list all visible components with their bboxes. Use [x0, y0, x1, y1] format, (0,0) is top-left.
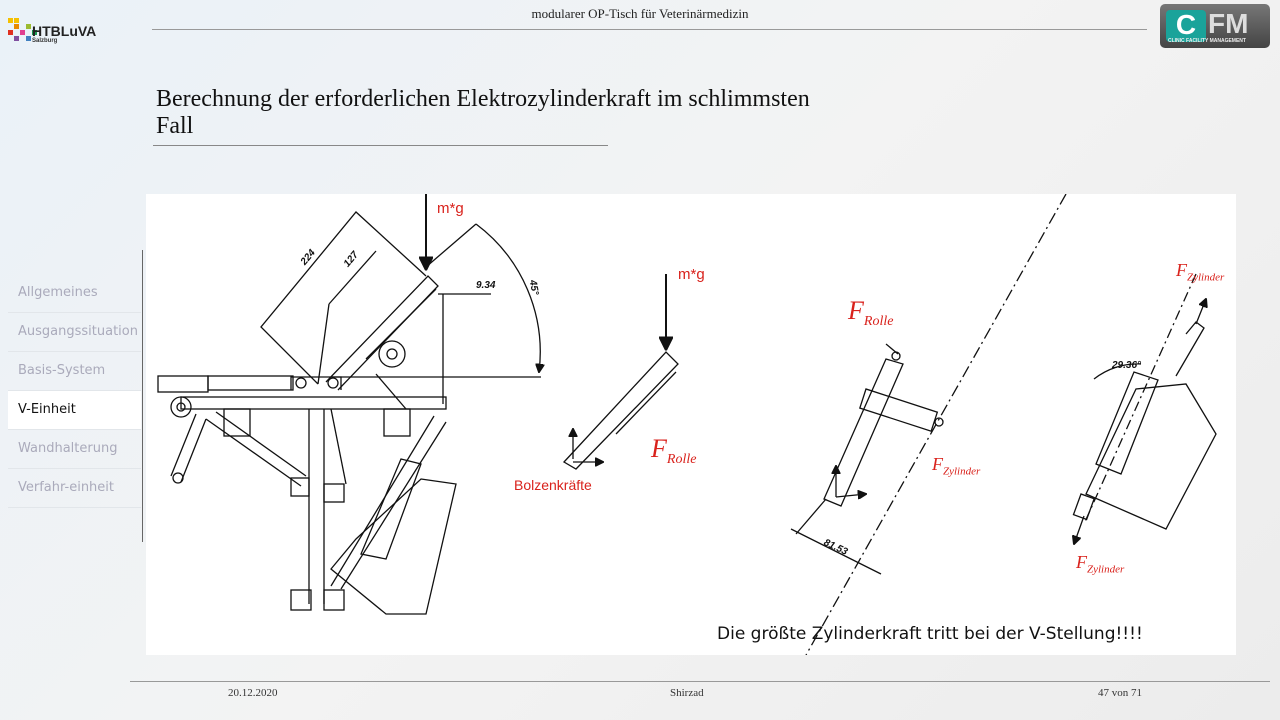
angle-29-36: 29.36° — [1112, 360, 1142, 371]
slide-title: Berechnung der erforderlichen Elektrozyl… — [156, 86, 810, 139]
nav-item-wandhalterung[interactable]: Wandhalterung — [8, 430, 141, 469]
nav-item-allgemeines[interactable]: Allgemeines — [8, 274, 141, 313]
nav-item-basis-system[interactable]: Basis-System — [8, 352, 141, 391]
cfm-logo-fm: FM — [1208, 8, 1249, 39]
mg-label-1: m*g — [437, 200, 464, 217]
nav-item-verfahr-einheit[interactable]: Verfahr-einheit — [8, 469, 141, 508]
f-rolle-label: FRolle — [651, 434, 696, 468]
angle-45: 45° — [526, 279, 541, 296]
bolzenkraefte-label: Bolzenkräfte — [514, 477, 592, 493]
f-rolle2-sub: Rolle — [863, 314, 894, 330]
f-zyl1-sub: Zylinder — [943, 465, 981, 478]
f-zylinder-label-2: FZylinder — [1176, 260, 1224, 284]
f-rolle2-symbol: F — [848, 296, 864, 325]
f-zyl2-sub: Zylinder — [1187, 271, 1225, 284]
footer-page-number: 47 von 71 — [1098, 687, 1142, 699]
nav-item-ausgangssituation[interactable]: Ausgangssituation — [8, 313, 141, 352]
f-zyl3-sub: Zylinder — [1087, 563, 1125, 576]
assembly-cylinder — [1073, 273, 1217, 544]
htbluva-logo-sub: Salzburg — [32, 38, 58, 44]
header-divider — [152, 29, 1147, 30]
cfm-logo-sub: CLINIC FACILITY MANAGEMENT — [1168, 38, 1246, 44]
section-nav: Allgemeines Ausgangssituation Basis-Syst… — [8, 274, 141, 508]
assembly-left — [157, 194, 541, 615]
assembly-mid — [562, 274, 679, 470]
htbluva-logo-icon — [8, 18, 37, 41]
f-zylinder-label-3: FZylinder — [1076, 552, 1124, 576]
cfm-logo-c: C — [1166, 10, 1206, 42]
header-title: modularer OP-Tisch für Veterinärmedizin — [531, 6, 749, 21]
footer-date: 20.12.2020 — [228, 687, 278, 699]
title-divider — [153, 145, 608, 146]
mg-label-2: m*g — [678, 266, 705, 283]
nav-divider — [142, 250, 143, 542]
f-zyl2-symbol: F — [1176, 260, 1187, 280]
f-rolle2-label: FRolle — [848, 296, 893, 330]
nav-item-v-einheit[interactable]: V-Einheit — [8, 391, 141, 430]
f-zyl1-symbol: F — [932, 454, 943, 474]
assembly-rolle — [790, 193, 1067, 656]
dim-9-34: 9.34 — [476, 280, 496, 291]
drawing-lines — [157, 193, 1217, 656]
f-zyl3-symbol: F — [1076, 552, 1087, 572]
footer-divider — [130, 681, 1270, 682]
technical-drawing: m*g m*g 224 127 9.34 45° Bolzenkräfte FR… — [146, 193, 1236, 656]
conclusion-note: Die größte Zylinderkraft tritt bei der V… — [717, 624, 1143, 644]
htbluva-logo-text: HTBLuVA — [32, 23, 97, 39]
f-rolle-sub: Rolle — [666, 452, 697, 468]
f-zylinder-label-1: FZylinder — [932, 454, 980, 478]
f-rolle-symbol: F — [651, 434, 667, 463]
footer-author: Shirzad — [670, 687, 704, 699]
